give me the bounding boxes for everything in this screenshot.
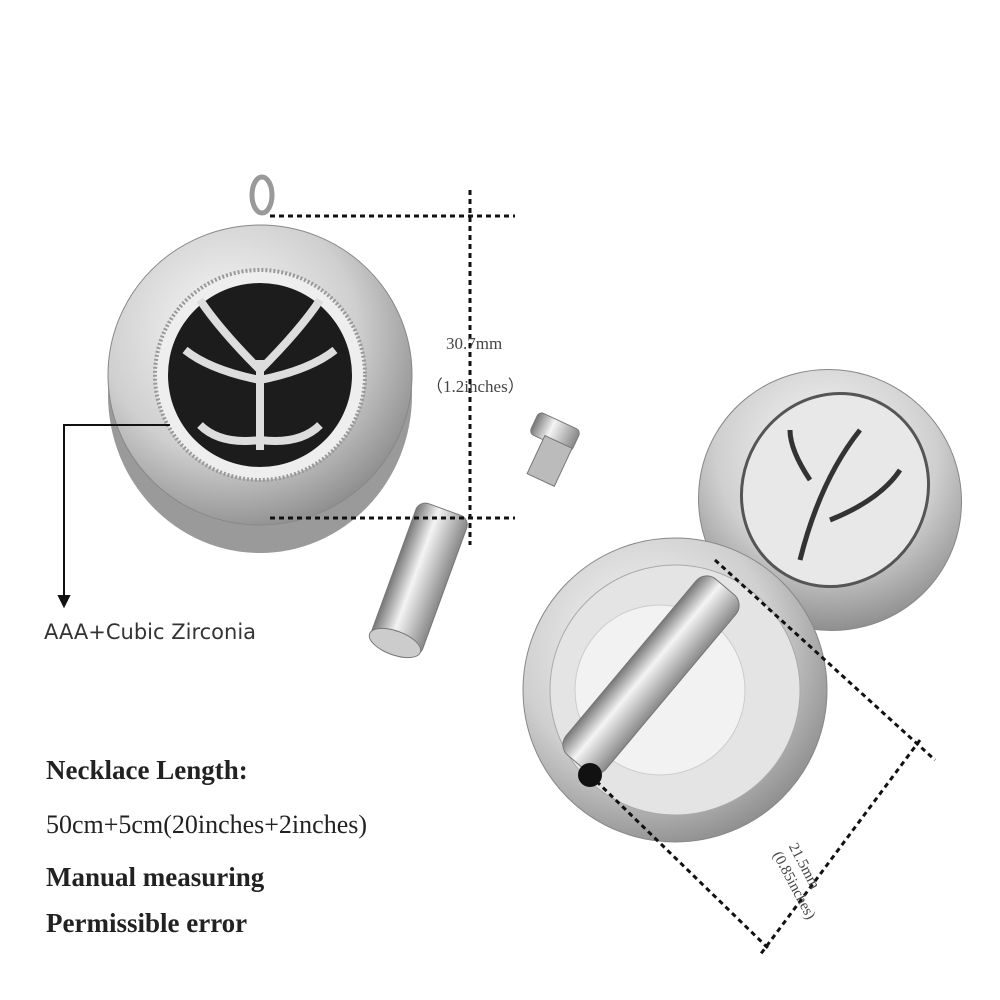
screw-cap	[526, 412, 580, 487]
closed-locket	[107, 224, 413, 553]
leader-line	[57, 424, 170, 609]
bail-icon	[249, 174, 275, 216]
cylinder-vial	[368, 502, 468, 659]
dimension-lines	[270, 190, 937, 956]
necklace-length-value: 50cm+5cm(20inches+2inches)	[46, 810, 368, 839]
stone-label: AAA+Cubic Zirconia	[44, 620, 257, 644]
note-manual-measuring: Manual measuring	[46, 862, 265, 892]
tree-of-life-icon	[182, 297, 338, 450]
open-locket	[522, 368, 963, 843]
note-permissible-error: Permissible error	[46, 908, 248, 938]
necklace-length-title: Necklace Length:	[46, 755, 248, 785]
height-in-label: （1.2inches）	[426, 377, 525, 396]
height-mm-label: 30.7mm	[446, 334, 503, 353]
